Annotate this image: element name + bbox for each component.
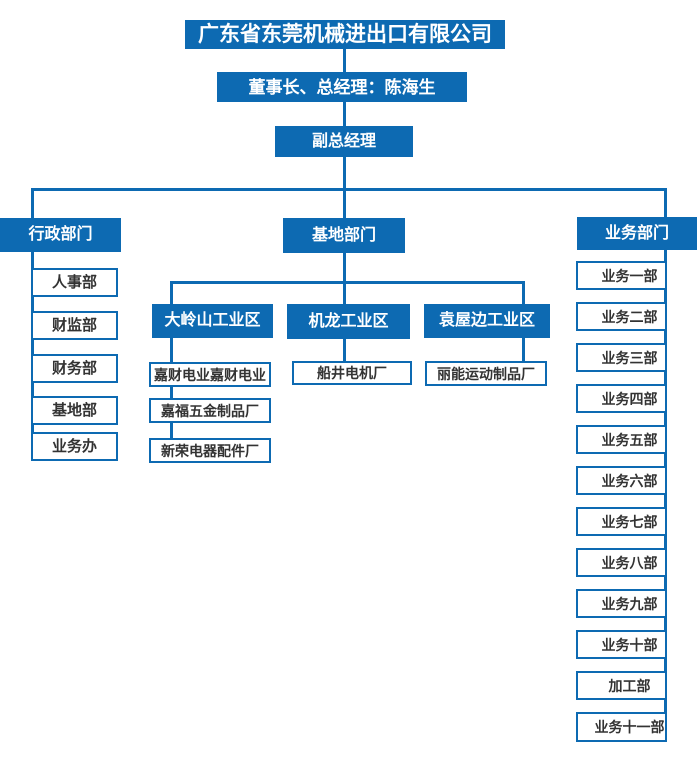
node-dalingshan-zone: 大岭山工业区 [152, 304, 273, 338]
node-business-unit-7: 业务七部 [576, 507, 667, 536]
node-xinrong-parts-factory: 新荣电器配件厂 [149, 438, 271, 463]
node-business-unit-8: 业务八部 [576, 548, 667, 577]
node-base-dept: 基地部门 [283, 218, 405, 253]
node-business-unit-10: 业务十部 [576, 630, 667, 659]
node-base-sub-dept: 基地部 [31, 396, 118, 425]
node-lineng-sports-factory: 丽能运动制品厂 [425, 361, 547, 386]
node-admin-dept: 行政部门 [0, 218, 121, 252]
node-business-office: 业务办 [31, 432, 118, 461]
node-hr-dept: 人事部 [31, 268, 118, 297]
connector-center-trunk [343, 48, 346, 364]
node-business-unit-11: 业务十一部 [576, 712, 667, 742]
node-processing-dept: 加工部 [576, 671, 667, 700]
node-jiacai-electric-factory: 嘉财电业嘉财电业 [149, 362, 271, 387]
node-chairman-gm: 董事长、总经理：陈海生 [217, 72, 467, 102]
node-business-unit-5: 业务五部 [576, 425, 667, 454]
node-business-unit-3: 业务三部 [576, 343, 667, 372]
node-business-unit-2: 业务二部 [576, 302, 667, 331]
connector-level1-horizontal [31, 188, 667, 191]
connector-zones-horizontal [170, 281, 525, 284]
node-business-unit-6: 业务六部 [576, 466, 667, 495]
node-business-dept: 业务部门 [577, 217, 697, 250]
node-chuanjing-motor-factory: 船井电机厂 [292, 361, 412, 385]
node-business-unit-4: 业务四部 [576, 384, 667, 413]
node-deputy-gm: 副总经理 [275, 126, 413, 157]
node-jiafu-hardware-factory: 嘉福五金制品厂 [149, 398, 271, 423]
node-finance-supervision-dept: 财监部 [31, 311, 118, 340]
node-jilong-zone: 机龙工业区 [287, 304, 410, 339]
connector-dalingshan-branch [170, 281, 173, 441]
node-business-unit-1: 业务一部 [576, 261, 667, 290]
node-yuanwubian-zone: 袁屋边工业区 [424, 304, 550, 338]
node-finance-dept: 财务部 [31, 354, 118, 383]
node-company-title: 广东省东莞机械进出口有限公司 [185, 20, 505, 49]
node-business-unit-9: 业务九部 [576, 589, 667, 618]
